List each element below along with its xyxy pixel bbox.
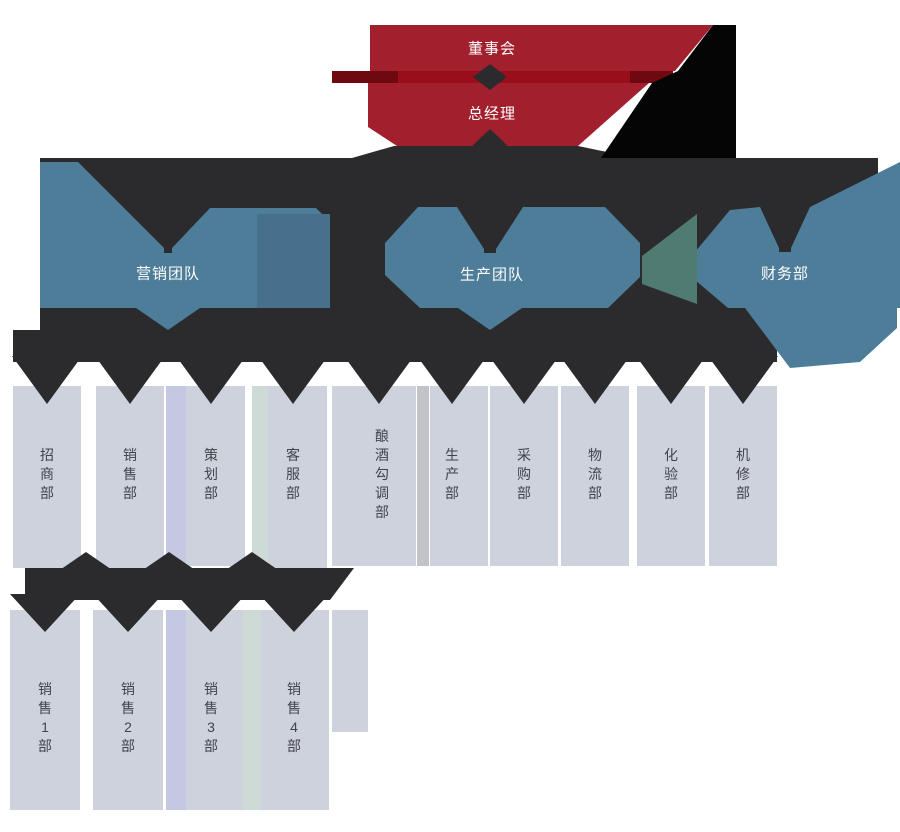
column-sales-dept — [96, 386, 164, 568]
investment-dept-label: 招商部 — [40, 447, 54, 501]
finance-dept-tail — [745, 308, 897, 368]
column-investment-dept — [13, 386, 81, 568]
tint-stripe-purple-l3 — [166, 386, 186, 566]
production-team-label: 生产团队 — [459, 266, 525, 284]
level4-columns — [10, 610, 368, 810]
column-sales-2 — [93, 610, 163, 810]
sales-4-dept-label: 销售4部 — [287, 681, 301, 754]
gm-label: 总经理 — [467, 105, 517, 123]
production-team-box — [385, 207, 640, 308]
arrow-planning — [176, 356, 246, 404]
bump-2 — [137, 552, 201, 574]
sales-2-dept-label: 销售2部 — [121, 681, 135, 754]
tint-stripe-gray-l3 — [417, 386, 429, 566]
column-production-dept — [430, 386, 488, 566]
lab-dept-label: 化验部 — [664, 447, 678, 501]
gm-box — [368, 83, 649, 146]
blending-dept-label: 酿酒勾调部 — [375, 428, 389, 520]
arrow-customer-service — [258, 356, 328, 404]
sales-dept-label: 销售部 — [123, 447, 137, 501]
production-dept-label: 生产部 — [445, 447, 459, 501]
production-team-tail — [458, 308, 522, 330]
level4-band-taper — [330, 568, 354, 600]
column-planning-dept — [177, 386, 245, 566]
logistics-dept-label: 物流部 — [588, 447, 602, 501]
tint-stripe-green-l3 — [252, 386, 268, 566]
arrow-sales-3 — [176, 594, 246, 632]
marketing-team-tail — [136, 308, 200, 330]
column-logistics-dept — [561, 386, 629, 566]
sales-1-dept-label: 销售1部 — [38, 681, 52, 754]
arrow-sales-1 — [10, 594, 80, 632]
column-sliver — [332, 610, 368, 732]
level3-columns — [13, 386, 777, 568]
tint-stripe-purple-l4 — [166, 610, 186, 810]
column-sales-1 — [10, 610, 80, 810]
marketing-box-accent — [257, 214, 330, 308]
arrow-machine-repair — [708, 356, 778, 404]
planning-dept-label: 策划部 — [204, 447, 218, 501]
finance-dept-box — [695, 162, 900, 308]
arrow-purchasing — [489, 356, 559, 404]
marketing-team-label: 营销团队 — [135, 265, 201, 283]
purchasing-dept-label: 采购部 — [517, 447, 531, 501]
column-machine-repair-dept — [709, 386, 777, 566]
bump-1 — [54, 552, 118, 574]
arrow-investment — [12, 356, 82, 404]
column-sales-3 — [176, 610, 246, 810]
gm-down-diamond — [473, 129, 507, 161]
column-sales-4 — [259, 610, 329, 810]
board-gm-diamond — [473, 64, 507, 90]
arrow-lab — [636, 356, 706, 404]
column-lab-dept — [637, 386, 705, 566]
column-customer-service-dept — [259, 386, 327, 568]
board-shadow — [601, 25, 736, 158]
board-label: 董事会 — [467, 40, 517, 58]
connector-arrows — [10, 64, 778, 632]
arrow-production — [417, 356, 487, 404]
arrow-sales-2 — [93, 594, 163, 632]
column-blending-dept — [332, 386, 416, 566]
board-box — [370, 25, 713, 71]
finance-box-teal-accent — [642, 214, 697, 304]
finance-dept-label: 财务部 — [760, 265, 810, 283]
arrow-sales — [95, 356, 165, 404]
arrow-logistics — [560, 356, 630, 404]
arrow-sales-4 — [259, 594, 329, 632]
level1-boxes — [368, 25, 713, 146]
arrow-blending — [344, 356, 414, 404]
bump-3 — [220, 552, 284, 574]
column-purchasing-dept — [490, 386, 558, 566]
tint-stripe-green-l4 — [243, 610, 261, 810]
customer-service-dept-label: 客服部 — [286, 447, 300, 501]
machine-repair-dept-label: 机修部 — [736, 447, 750, 501]
sales-3-dept-label: 销售3部 — [204, 681, 218, 754]
board-gm-stripe-bright — [398, 71, 630, 83]
